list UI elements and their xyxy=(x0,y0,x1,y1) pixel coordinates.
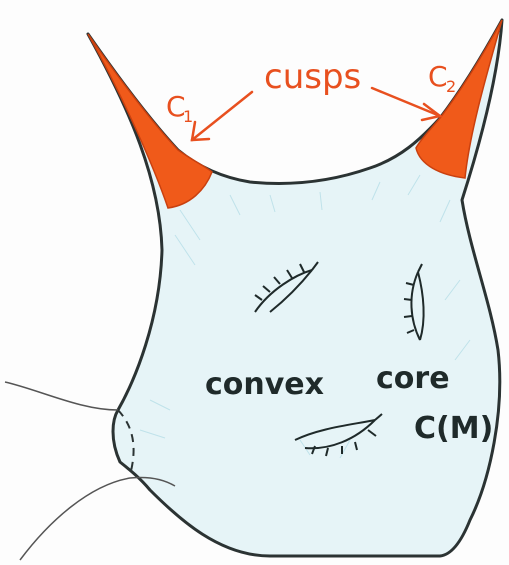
convex-label: convex xyxy=(205,367,324,402)
arrow-to-c1 xyxy=(192,92,252,140)
cusp-c1-region xyxy=(88,34,212,208)
cusp-c1-index: 1 xyxy=(183,107,193,126)
cusps-label: cusps xyxy=(264,57,361,97)
handle-upper-curve xyxy=(5,382,118,410)
cusp-c2-index: 2 xyxy=(446,77,456,96)
core-label: core xyxy=(376,361,450,396)
core-symbol-label: C(M) xyxy=(414,411,493,446)
cusp-c2-letter: C xyxy=(428,60,448,93)
